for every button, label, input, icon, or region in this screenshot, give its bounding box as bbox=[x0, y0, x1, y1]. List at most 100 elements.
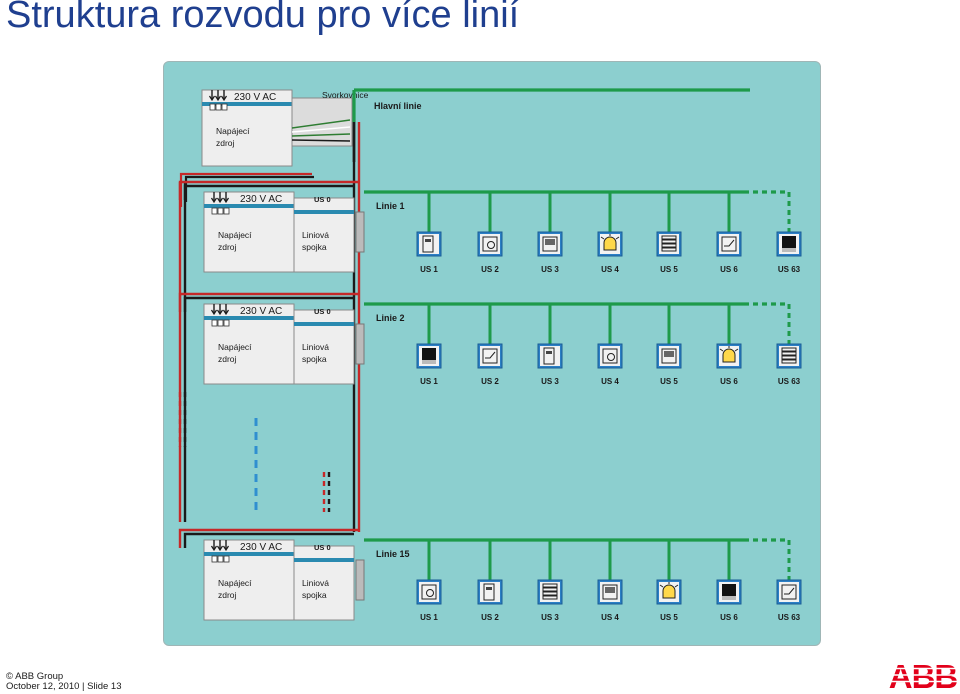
line-block-1: 230 V AC Napájecí zdroj US 0 Liniová spojka Li… bbox=[178, 180, 802, 274]
device-label: US 63 bbox=[778, 613, 801, 622]
bus-device: US 63 bbox=[776, 540, 802, 622]
device-label: US 4 bbox=[601, 377, 619, 386]
device-label: US 5 bbox=[660, 377, 678, 386]
main-voltage-label: 230 V AC bbox=[234, 92, 276, 103]
slide-footer: © ABB Group October 12, 2010 | Slide 13 bbox=[6, 672, 122, 692]
device-label: US 2 bbox=[481, 265, 499, 274]
lamp-device-icon bbox=[656, 579, 682, 605]
line-psu-label-1: Napájecí bbox=[218, 342, 252, 352]
panel-device-icon bbox=[477, 579, 503, 605]
line-block-3: 230 V AC Napájecí zdroj US 0 Liniová spojka Li… bbox=[178, 528, 802, 622]
line-block-2: 230 V AC Napájecí zdroj US 0 Liniová spojka Li… bbox=[178, 292, 802, 386]
bus-device: US 2 bbox=[477, 304, 503, 386]
terminal-label: Svorkovnice bbox=[322, 90, 369, 100]
bus-device: US 6 bbox=[716, 304, 742, 386]
display-device-icon bbox=[716, 579, 742, 605]
bus-device: US 3 bbox=[537, 304, 563, 386]
display-device-icon bbox=[416, 343, 442, 369]
socket-device-icon bbox=[416, 579, 442, 605]
footer-date-slide: October 12, 2010 | Slide 13 bbox=[6, 681, 122, 692]
line-name-label: Linie 15 bbox=[376, 549, 410, 559]
bus-device: US 63 bbox=[776, 304, 802, 386]
line-psu-label-2: zdroj bbox=[218, 590, 237, 600]
bus-device: US 6 bbox=[716, 540, 742, 622]
line-coupler-label-1: Liniová bbox=[302, 578, 329, 588]
line-name-label: Linie 2 bbox=[376, 313, 405, 323]
slide-title: Struktura rozvodu pro více linií bbox=[6, 0, 520, 36]
device-label: US 1 bbox=[420, 613, 438, 622]
panel-device-icon bbox=[537, 343, 563, 369]
blind-device-icon bbox=[656, 231, 682, 257]
bus-device: US 1 bbox=[416, 540, 442, 622]
device-label: US 3 bbox=[541, 377, 559, 386]
device-label: US 6 bbox=[720, 613, 738, 622]
display-device-icon bbox=[776, 231, 802, 257]
lamp-device-icon bbox=[716, 343, 742, 369]
bus-device: US 5 bbox=[656, 192, 682, 274]
line-coupler-label-1: Liniová bbox=[302, 342, 329, 352]
line-voltage-label: 230 V AC bbox=[240, 194, 282, 205]
line-coupler-label-2: spojka bbox=[302, 242, 327, 252]
bus-device: US 6 bbox=[716, 192, 742, 274]
socket-device-icon bbox=[597, 343, 623, 369]
blind-device-icon bbox=[776, 343, 802, 369]
device-label: US 2 bbox=[481, 377, 499, 386]
device-label: US 3 bbox=[541, 265, 559, 274]
line-psu-label-1: Napájecí bbox=[218, 578, 252, 588]
blind-device-icon bbox=[537, 579, 563, 605]
line-coupler-label-1: Liniová bbox=[302, 230, 329, 240]
device-label: US 1 bbox=[420, 377, 438, 386]
device-label: US 4 bbox=[601, 613, 619, 622]
device-label: US 5 bbox=[660, 613, 678, 622]
line-coupler-label-2: spojka bbox=[302, 590, 327, 600]
main-psu-label-1: Napájecí bbox=[216, 126, 250, 136]
main-psu-label-2: zdroj bbox=[216, 138, 235, 148]
window-device-icon bbox=[597, 579, 623, 605]
main-line-label: Hlavní linie bbox=[374, 101, 422, 111]
device-label: US 3 bbox=[541, 613, 559, 622]
panel-device-icon bbox=[416, 231, 442, 257]
device-label: US 63 bbox=[778, 377, 801, 386]
bus-device: US 5 bbox=[656, 304, 682, 386]
line-voltage-label: 230 V AC bbox=[240, 542, 282, 553]
bus-device: US 4 bbox=[597, 304, 623, 386]
line-name-label: Linie 1 bbox=[376, 201, 405, 211]
line-coupler-id: US 0 bbox=[314, 307, 331, 316]
device-label: US 1 bbox=[420, 265, 438, 274]
bus-device: US 3 bbox=[537, 540, 563, 622]
line-psu-label-2: zdroj bbox=[218, 242, 237, 252]
bus-device: US 1 bbox=[416, 192, 442, 274]
device-label: US 5 bbox=[660, 265, 678, 274]
line-coupler-label-2: spojka bbox=[302, 354, 327, 364]
device-label: US 2 bbox=[481, 613, 499, 622]
window-device-icon bbox=[537, 231, 563, 257]
bus-device: US 1 bbox=[416, 304, 442, 386]
bus-device: US 63 bbox=[776, 192, 802, 274]
device-label: US 6 bbox=[720, 377, 738, 386]
footer-copyright: © ABB Group bbox=[6, 671, 64, 682]
bus-device: US 3 bbox=[537, 192, 563, 274]
switch-device-icon bbox=[776, 579, 802, 605]
line-voltage-label: 230 V AC bbox=[240, 306, 282, 317]
abb-logo: ABB bbox=[888, 660, 958, 690]
line-psu-label-2: zdroj bbox=[218, 354, 237, 364]
bus-device: US 4 bbox=[597, 192, 623, 274]
switch-device-icon bbox=[716, 231, 742, 257]
device-label: US 6 bbox=[720, 265, 738, 274]
bus-device: US 4 bbox=[597, 540, 623, 622]
bus-device: US 5 bbox=[656, 540, 682, 622]
line-coupler-id: US 0 bbox=[314, 543, 331, 552]
bus-device: US 2 bbox=[477, 192, 503, 274]
socket-device-icon bbox=[477, 231, 503, 257]
line-psu-label-1: Napájecí bbox=[218, 230, 252, 240]
switch-device-icon bbox=[477, 343, 503, 369]
lamp-device-icon bbox=[597, 231, 623, 257]
device-label: US 63 bbox=[778, 265, 801, 274]
window-device-icon bbox=[656, 343, 682, 369]
device-label: US 4 bbox=[601, 265, 619, 274]
line-coupler-id: US 0 bbox=[314, 195, 331, 204]
terminal-block bbox=[291, 97, 353, 147]
bus-device: US 2 bbox=[477, 540, 503, 622]
